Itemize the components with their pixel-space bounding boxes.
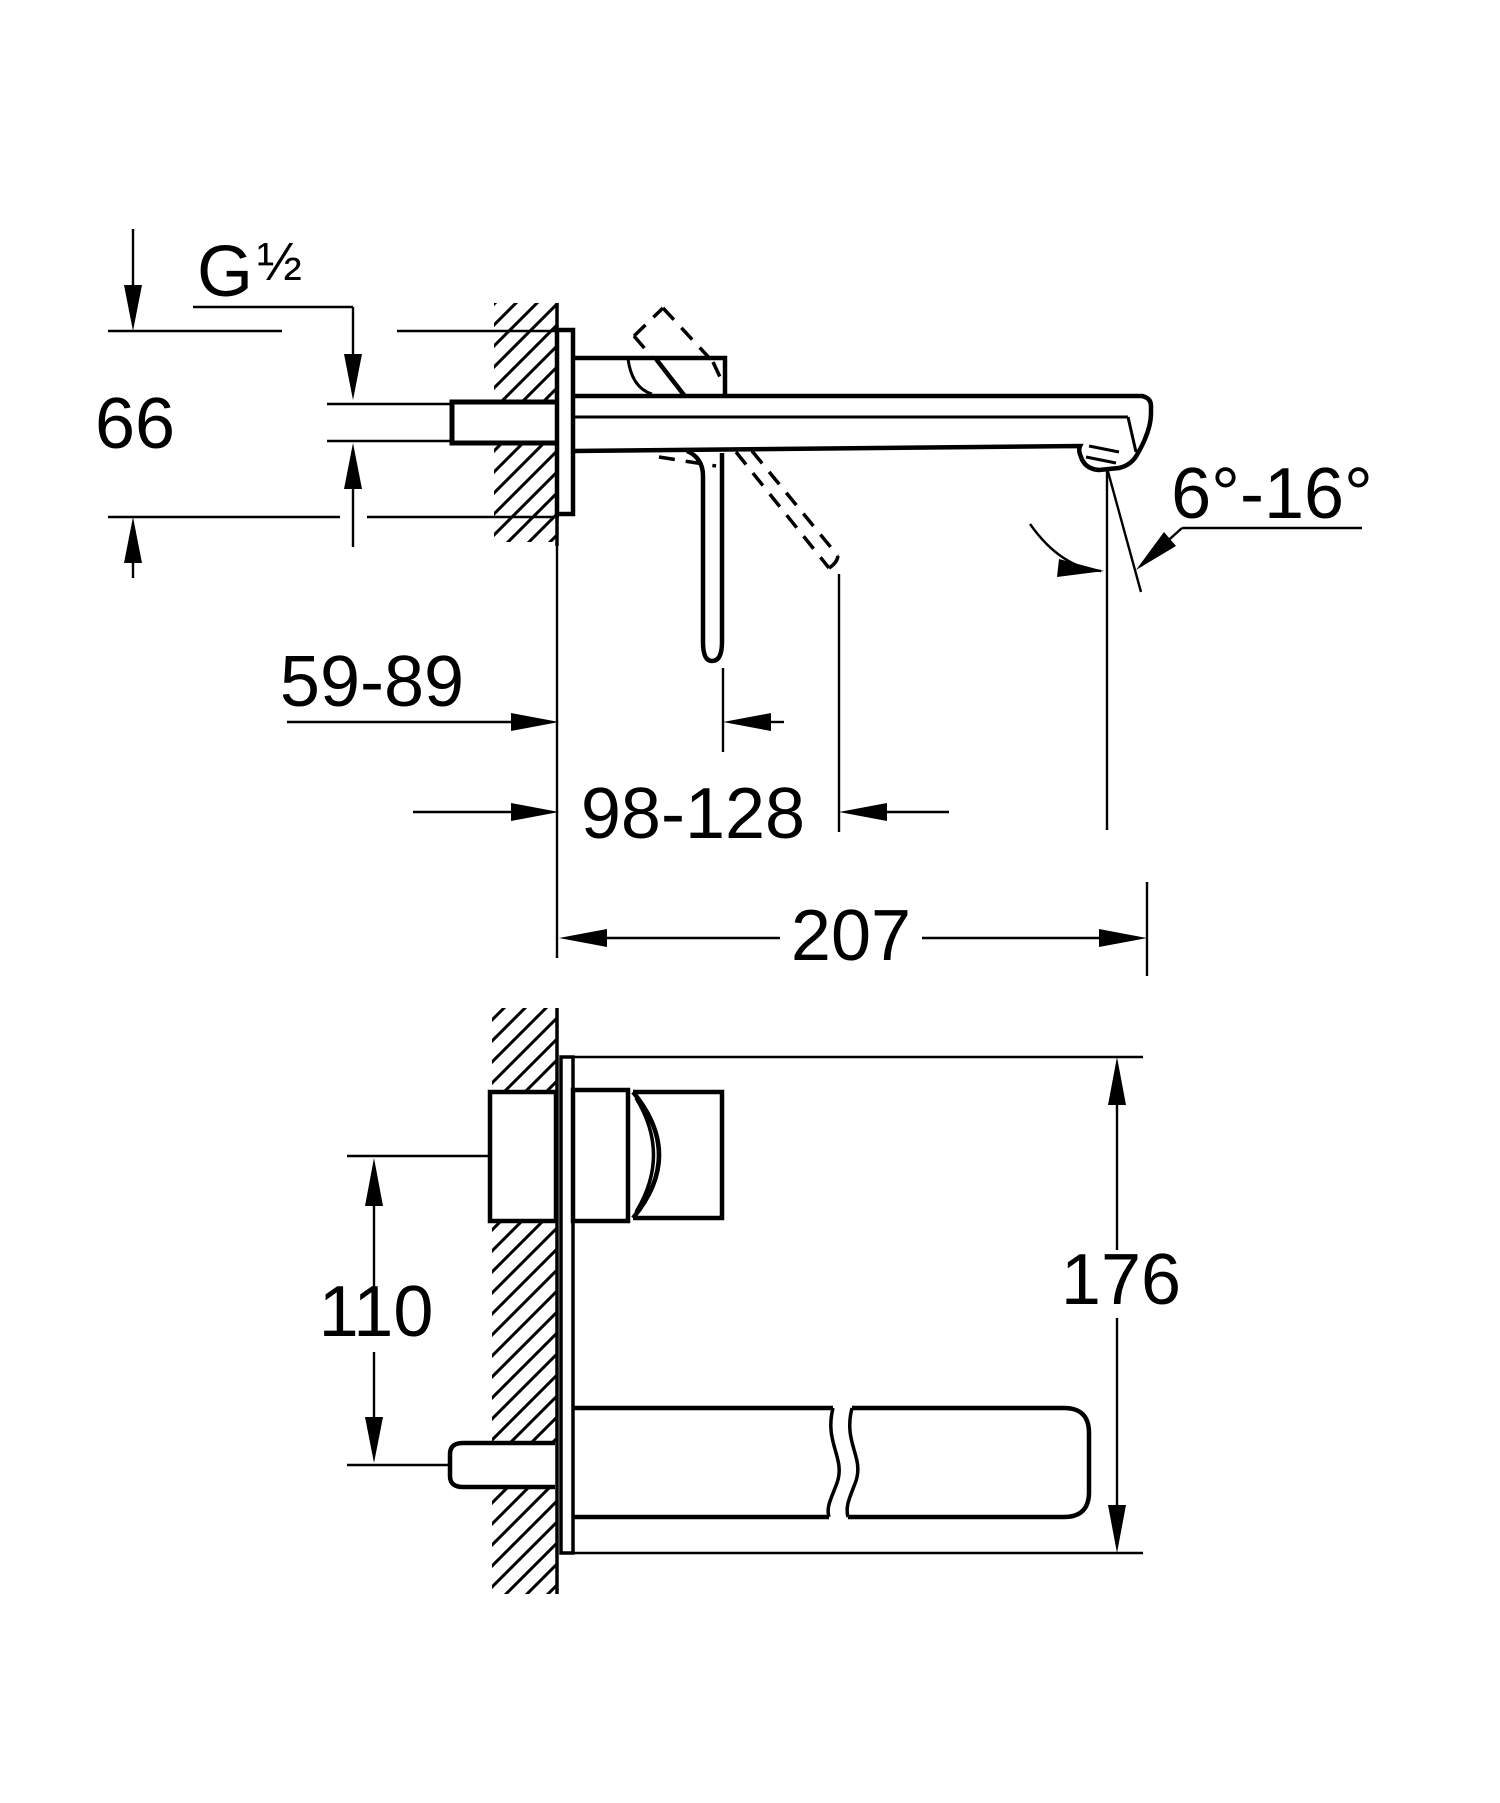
dim-110-arrow-up — [365, 1158, 383, 1206]
dim-98-128-label: 98-128 — [581, 774, 805, 854]
plan-wall-hatch-middle — [492, 1221, 557, 1443]
dim-110-arrow-down — [365, 1417, 383, 1463]
side-view: G½ 66 59-89 98-128 — [95, 229, 1373, 976]
dim-66-label: 66 — [95, 384, 175, 464]
thread-leader-line — [193, 305, 355, 356]
plan-wall-hatch-bottom — [492, 1487, 557, 1594]
dim-59-89-label: 59-89 — [280, 642, 464, 722]
dim-207-arrow-right — [1099, 929, 1147, 947]
dim-plate-height: 66 — [95, 229, 175, 578]
dim-spout-angle: 6°-16° — [1029, 454, 1373, 830]
union-nut — [449, 399, 557, 446]
plan-view: 110 176 — [319, 1008, 1181, 1594]
dim-66-arrow-down — [124, 285, 142, 331]
break-line-left — [826, 1407, 841, 1518]
dim-wall-to-lever-closed: 59-89 — [280, 642, 784, 752]
lever-dome-outer-arc — [631, 1090, 662, 1220]
aerator — [1085, 444, 1120, 465]
thread-label: G½ — [197, 232, 302, 312]
angle-arc-arrow — [1057, 559, 1104, 577]
plan-wall-hatch-top — [492, 1008, 557, 1092]
lever-front-edge — [654, 357, 686, 397]
dim-98-128-arrow-left — [839, 803, 887, 821]
dim-176-arrow-down — [1108, 1505, 1126, 1553]
lever-closed — [686, 448, 725, 664]
wall-hatch-lower — [494, 443, 557, 542]
angle-ray — [1105, 467, 1143, 593]
dim-plate-width: 176 — [562, 1055, 1181, 1555]
dim-59-89-arrow-left — [723, 713, 771, 731]
dim-wall-to-lever-open: 98-128 — [413, 574, 949, 854]
lever-pivot-arc — [626, 358, 653, 396]
escutcheon-plate-side — [554, 327, 576, 517]
dim-207-label: 207 — [791, 896, 911, 976]
lever-open-top-dashed — [632, 306, 722, 378]
wall-hatch-upper — [494, 303, 557, 403]
thread-arrow-up — [344, 443, 362, 489]
dim-207-arrow-left — [559, 929, 607, 947]
dim-110-label: 110 — [319, 1272, 434, 1352]
dim-valve-to-spout: 110 — [319, 1154, 490, 1467]
angle-leader-arrow — [1136, 532, 1176, 570]
dim-98-128-arrow-right — [511, 803, 559, 821]
supply-pipe — [327, 402, 452, 443]
lever-open-dashed — [658, 449, 840, 570]
dim-angle-label: 6°-16° — [1171, 454, 1373, 534]
dim-66-arrow-up — [124, 517, 142, 563]
lever-top-plan — [633, 1089, 725, 1221]
lever-dome-inner-arc — [634, 1097, 656, 1213]
thread-arrow-down — [344, 354, 362, 400]
break-line-right — [845, 1407, 860, 1518]
dim-176-label: 176 — [1061, 1240, 1181, 1320]
dim-176-arrow-up — [1108, 1057, 1126, 1105]
spout-plan — [573, 1405, 1092, 1520]
valve-base-plan — [570, 1087, 631, 1224]
concealed-body-plan — [487, 1089, 559, 1224]
dim-thread: G½ — [193, 232, 362, 547]
supply-stub-plan — [447, 1440, 555, 1490]
dim-59-89-arrow-right — [511, 713, 559, 731]
dim-spout-projection: 207 — [559, 882, 1149, 976]
spout-side — [572, 393, 1154, 473]
spout-chamfer-line — [573, 415, 1138, 453]
valve-body-side — [573, 355, 728, 396]
